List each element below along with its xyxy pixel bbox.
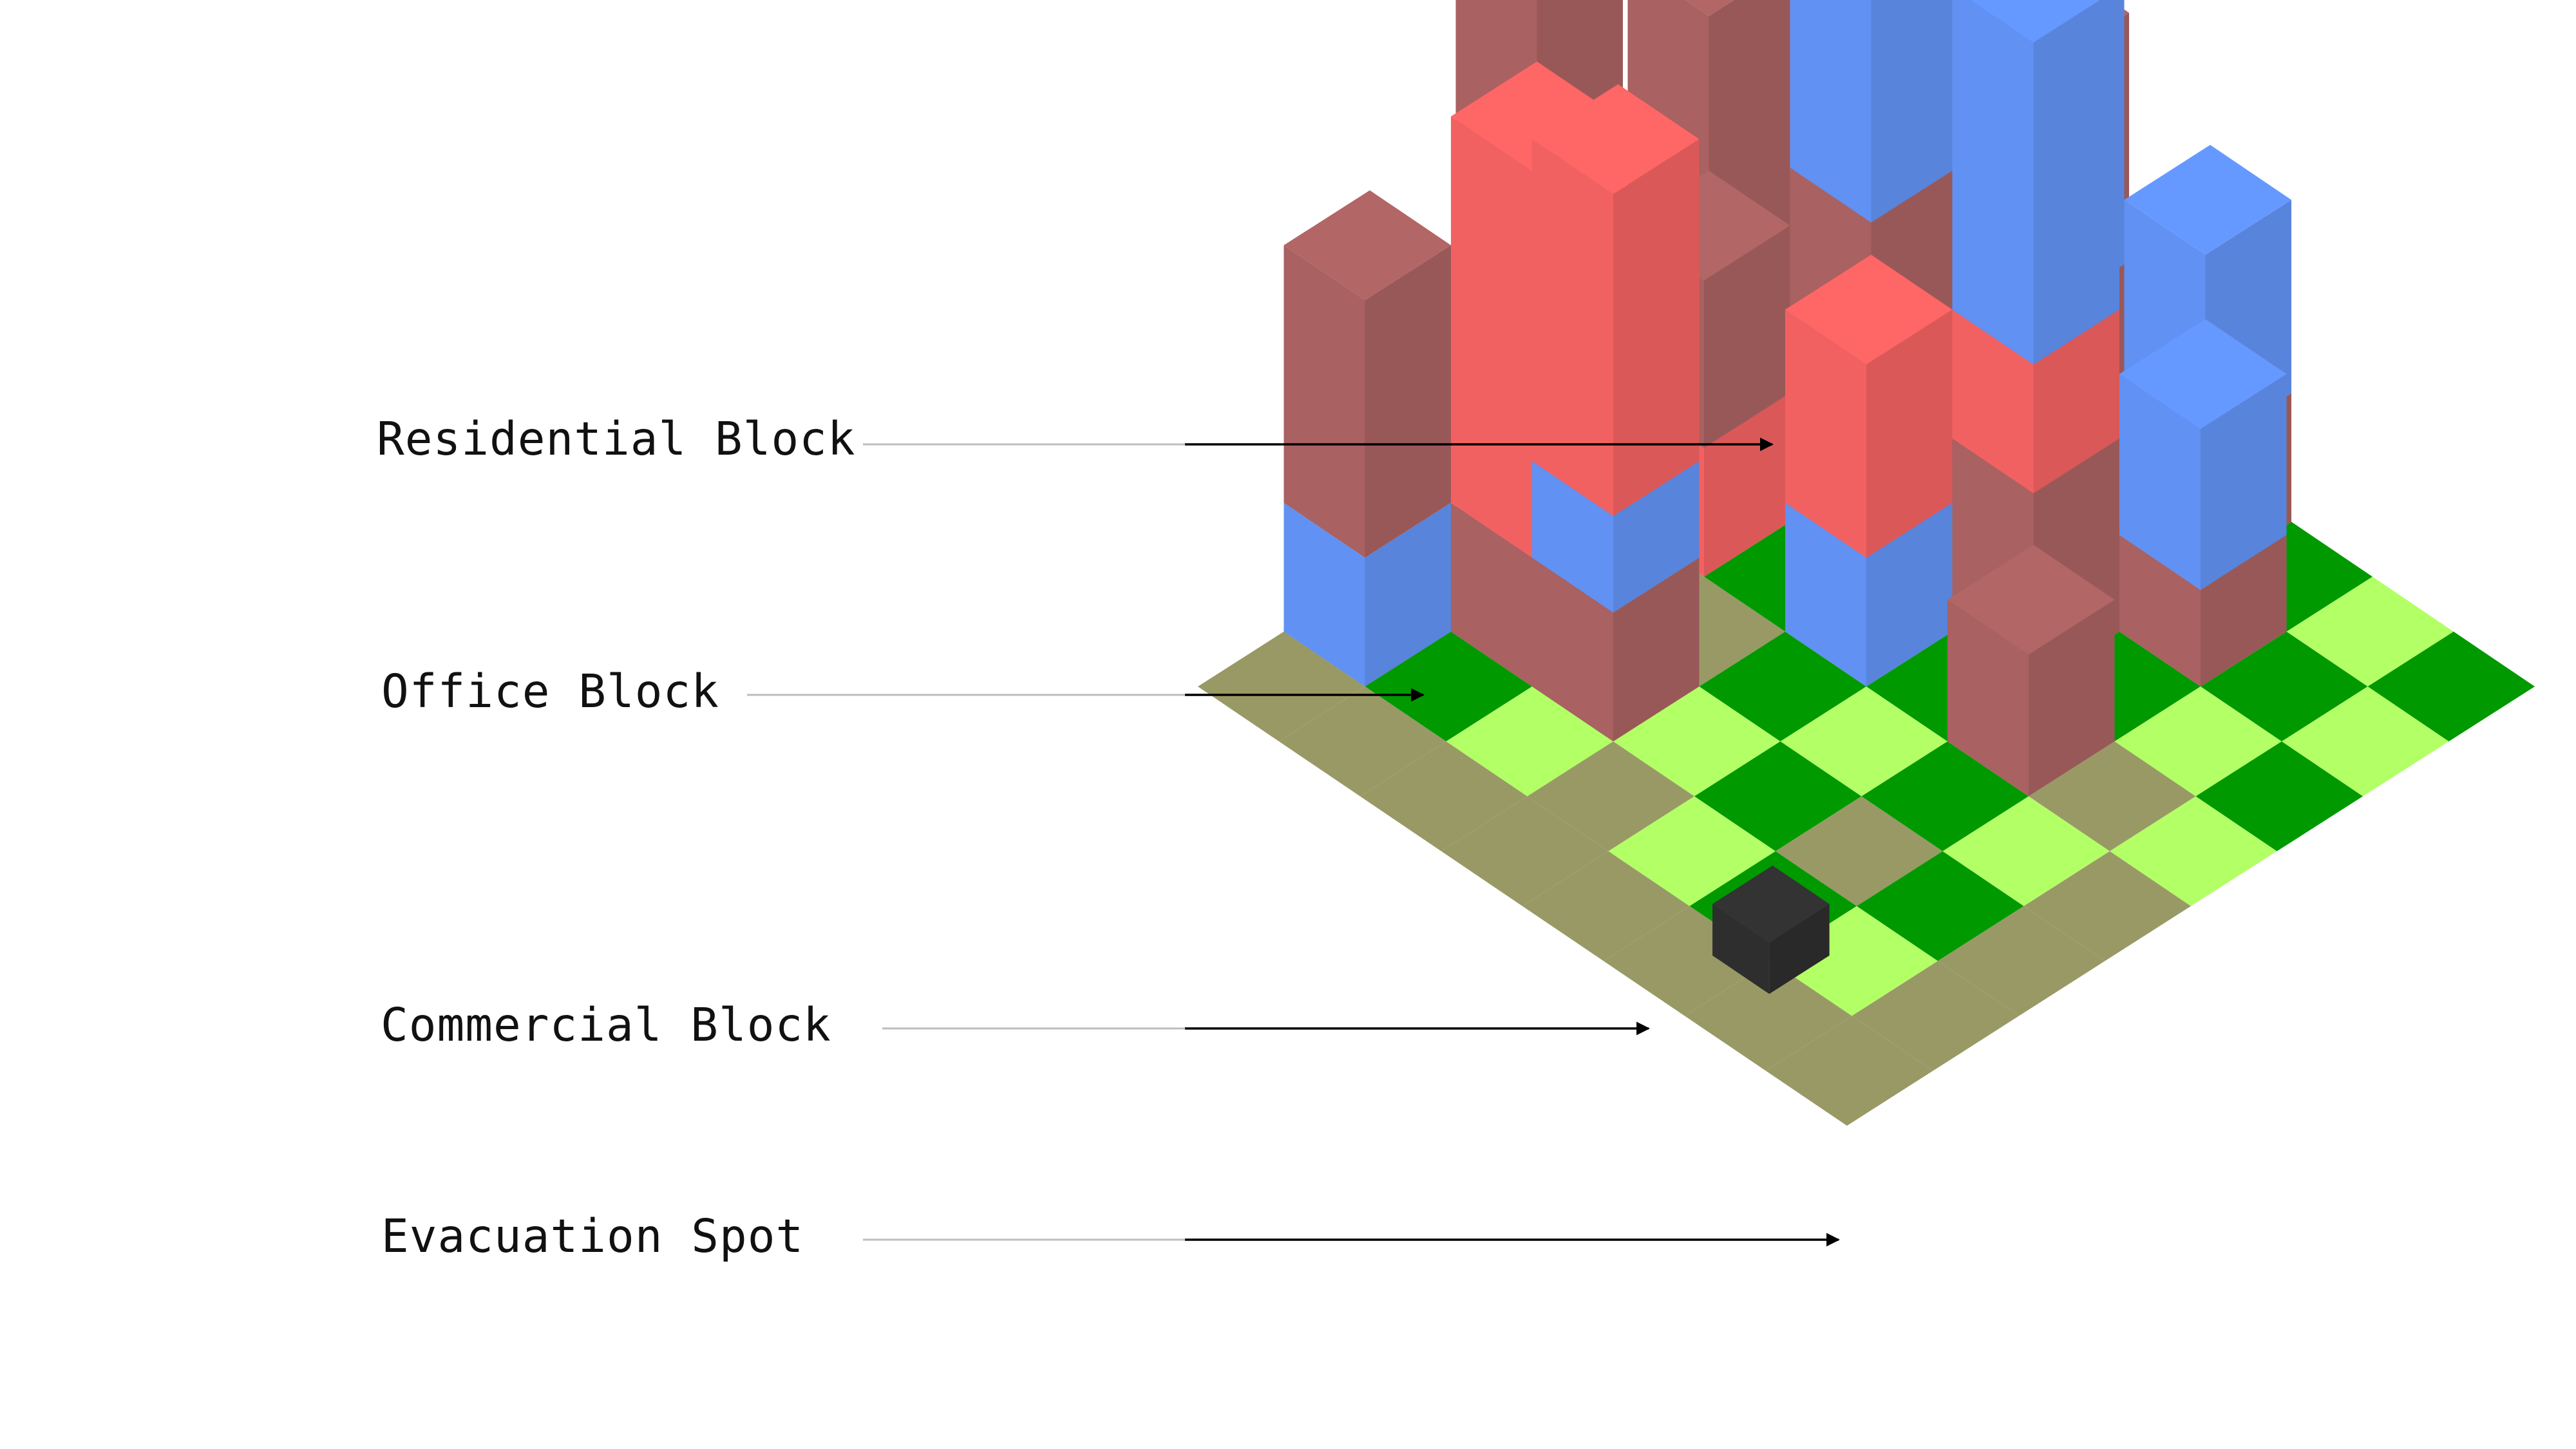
block-side — [2201, 374, 2287, 590]
ground-tile — [1441, 796, 1609, 906]
ground-tile — [1608, 796, 1776, 906]
ground-tile — [1699, 631, 1866, 742]
ground-tile — [1360, 741, 1528, 851]
ground-tile — [1938, 906, 2105, 1016]
block-side — [1613, 139, 1700, 516]
ground-tile — [1279, 687, 1446, 797]
ground-tile — [1857, 851, 2024, 961]
evacuation-spot-front — [1712, 904, 1770, 994]
block-side — [1613, 461, 1700, 613]
block-side — [1866, 309, 1953, 558]
block-front — [1532, 558, 1613, 742]
block-top — [2119, 319, 2287, 429]
ground-tile — [1613, 687, 1781, 797]
block-side — [1704, 225, 1790, 448]
ground-tile — [1780, 687, 1947, 797]
block-front — [1785, 309, 1866, 558]
block-front — [1451, 502, 1532, 687]
block-front — [1947, 600, 2029, 797]
ground-tile — [1861, 741, 2029, 851]
block-top — [1685, 0, 1734, 16]
ground-tile — [1446, 687, 1613, 797]
ground-tile — [1694, 741, 1862, 851]
block-front — [1790, 0, 1871, 223]
ground-tile — [2029, 741, 2196, 851]
ground-tile — [1685, 961, 1852, 1071]
ground-tile — [2367, 631, 2535, 742]
ground-tile — [1527, 741, 1694, 851]
ground-tile — [2286, 576, 2454, 687]
leader-lines — [747, 437, 1841, 1247]
evacuation-spot-side — [1769, 904, 1830, 994]
ground-tile — [2201, 631, 2368, 742]
block-front — [1532, 461, 1613, 613]
block-front — [1283, 245, 1365, 558]
ground-tile — [1766, 1016, 1933, 1126]
block-top — [1451, 61, 1618, 171]
block-side — [2033, 0, 2119, 365]
block-front — [2119, 535, 2201, 687]
block-side — [2201, 535, 2287, 687]
ground-tile — [1365, 631, 1532, 742]
block-top — [1947, 545, 2115, 655]
block-top — [2124, 145, 2291, 255]
block-front — [1952, 0, 2034, 365]
block-top — [1785, 254, 1953, 365]
evacuation-spot-label: Evacuation Spot — [381, 1209, 804, 1263]
ground-tile — [1852, 961, 2019, 1071]
office-block-label: Office Block — [381, 665, 719, 718]
ground-tile — [1770, 906, 1938, 1016]
block-front — [1785, 502, 1866, 687]
ground-tile — [1942, 796, 2110, 906]
ground-tile — [2282, 687, 2449, 797]
block-side — [1613, 558, 1700, 742]
ground-tile — [2114, 687, 2282, 797]
ground-tile — [1522, 851, 1690, 961]
block-side — [2033, 309, 2119, 493]
block-side — [1866, 502, 1953, 687]
evacuation-spot — [1712, 866, 1830, 943]
block-side — [1365, 245, 1451, 558]
ground-tile — [2110, 796, 2277, 906]
block-front — [1283, 502, 1365, 687]
residential-block-label: Residential Block — [377, 412, 856, 466]
block-top — [1532, 84, 1700, 194]
ground-tile — [2195, 741, 2363, 851]
block-front — [2119, 374, 2201, 590]
block-top — [1283, 190, 1451, 300]
commercial-block-label: Commercial Block — [381, 998, 831, 1052]
building-blocks — [1283, 0, 2291, 994]
block-front — [1451, 116, 1532, 558]
ground-tile — [2023, 851, 2191, 961]
block-front — [1952, 309, 2034, 493]
block-side — [1871, 0, 1957, 223]
block-side — [1365, 502, 1451, 687]
block-front — [1532, 139, 1613, 516]
ground-tile — [1198, 631, 1365, 742]
block-top — [1971, 0, 2100, 43]
ground-tile — [1776, 796, 1943, 906]
block-side — [2029, 600, 2115, 797]
